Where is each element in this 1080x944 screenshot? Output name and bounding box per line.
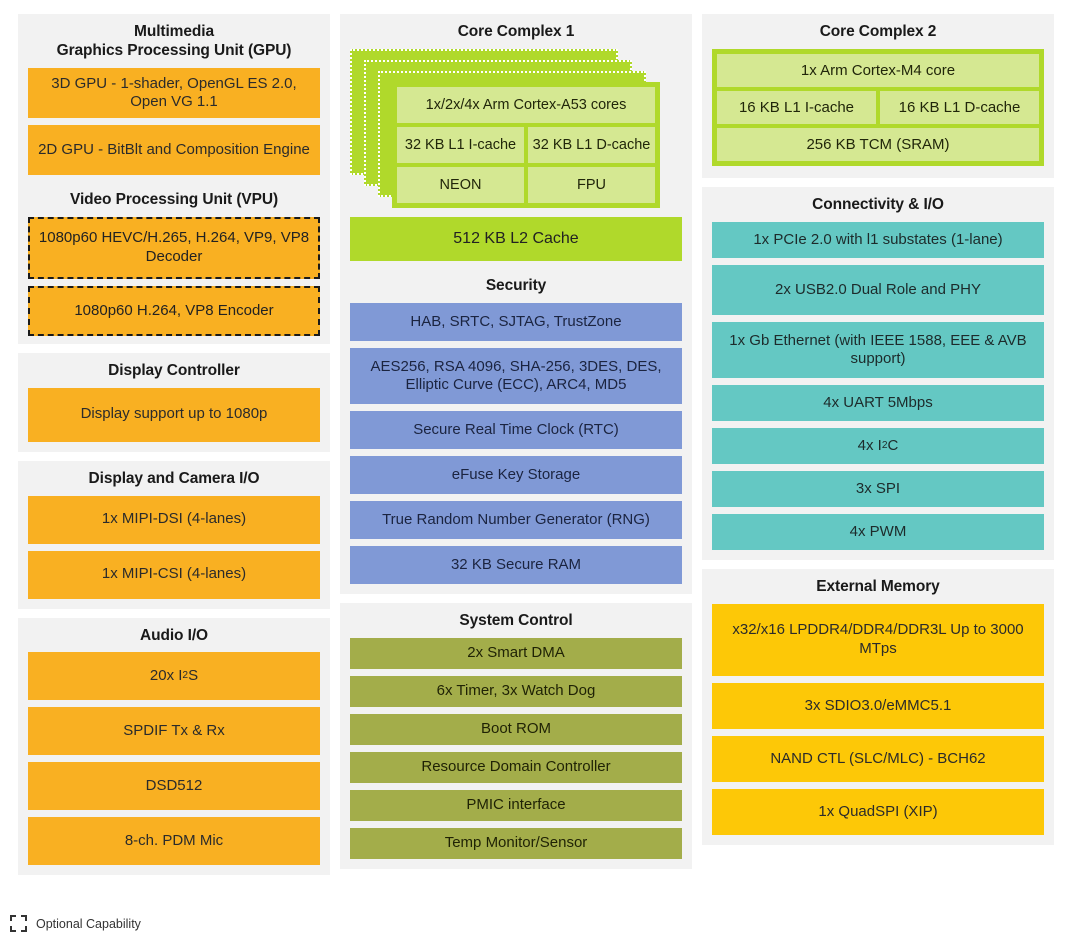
optional-capability-icon [10, 915, 27, 932]
multimedia-title-line1: Multimedia [134, 23, 214, 40]
cell-fpu[interactable]: FPU [528, 166, 655, 203]
tile-security-secure-ram[interactable]: 32 KB Secure RAM [350, 545, 682, 584]
panel-system-control: System Control 2x Smart DMA 6x Timer, 3x… [340, 602, 692, 869]
core-row-cores: 1x/2x/4x Arm Cortex-A53 cores [397, 86, 655, 123]
core-stack-layer-front: 1x/2x/4x Arm Cortex-A53 cores 32 KB L1 I… [392, 81, 660, 208]
tile-video-encoder[interactable]: 1080p60 H.264, VP8 Encoder [28, 285, 320, 336]
core-complex-2-block: 1x Arm Cortex-M4 core 16 KB L1 I-cache 1… [712, 48, 1044, 166]
multimedia-title: Multimedia Graphics Processing Unit (GPU… [28, 22, 320, 68]
tile-video-decoder[interactable]: 1080p60 HEVC/H.265, H.264, VP9, VP8 Deco… [28, 216, 320, 279]
panel-core-complex-2: Core Complex 2 1x Arm Cortex-M4 core 16 … [702, 14, 1054, 178]
tile-security-efuse[interactable]: eFuse Key Storage [350, 455, 682, 494]
panel-display-controller: Display Controller Display support up to… [18, 352, 330, 452]
tile-pdm-mic[interactable]: 8-ch. PDM Mic [28, 817, 320, 866]
tile-gb-ethernet[interactable]: 1x Gb Ethernet (with IEEE 1588, EEE & AV… [712, 321, 1044, 378]
external-memory-title: External Memory [816, 577, 940, 595]
cell-neon[interactable]: NEON [397, 166, 524, 203]
panel-display-camera-io: Display and Camera I/O 1x MIPI-DSI (4-la… [18, 460, 330, 609]
tile-dsd512[interactable]: DSD512 [28, 762, 320, 811]
security-title: Security [485, 276, 547, 294]
tile-security-rtc[interactable]: Secure Real Time Clock (RTC) [350, 410, 682, 449]
vpu-title: Video Processing Unit (VPU) [69, 190, 279, 208]
tile-display-support[interactable]: Display support up to 1080p [28, 387, 320, 442]
diagram-columns: Multimedia Graphics Processing Unit (GPU… [18, 14, 1062, 876]
tile-nand-ctl[interactable]: NAND CTL (SLC/MLC) - BCH62 [712, 735, 1044, 782]
tile-usb[interactable]: 2x USB2.0 Dual Role and PHY [712, 264, 1044, 315]
core-complex-1-title: Core Complex 1 [457, 23, 575, 40]
tile-2d-gpu[interactable]: 2D GPU - BitBlt and Composition Engine [28, 124, 320, 175]
tile-security-hab[interactable]: HAB, SRTC, SJTAG, TrustZone [350, 302, 682, 341]
panel-core-complex-1: Core Complex 1 1x/2x/4x Arm Cortex-A53 c… [340, 14, 692, 594]
cell-m4-l1-icache[interactable]: 16 KB L1 I-cache [717, 90, 876, 124]
tile-resource-domain-controller[interactable]: Resource Domain Controller [350, 751, 682, 783]
tile-security-crypto[interactable]: AES256, RSA 4096, SHA-256, 3DES, DES, El… [350, 347, 682, 404]
cell-l1-icache[interactable]: 32 KB L1 I-cache [397, 126, 524, 163]
audio-io-title: Audio I/O [140, 626, 208, 644]
gpu-title-line2: Graphics Processing Unit (GPU) [56, 41, 292, 59]
cell-m4-l1-dcache[interactable]: 16 KB L1 D-cache [880, 90, 1039, 124]
tile-mipi-csi[interactable]: 1x MIPI-CSI (4-lanes) [28, 550, 320, 599]
tile-lpddr4[interactable]: x32/x16 LPDDR4/DDR4/DDR3L Up to 3000 MTp… [712, 603, 1044, 676]
legend-label: Optional Capability [36, 916, 141, 931]
tile-sdio-emmc[interactable]: 3x SDIO3.0/eMMC5.1 [712, 682, 1044, 729]
column-middle: Core Complex 1 1x/2x/4x Arm Cortex-A53 c… [340, 14, 692, 869]
cell-a53-cores[interactable]: 1x/2x/4x Arm Cortex-A53 cores [397, 86, 655, 123]
tile-pcie[interactable]: 1x PCIe 2.0 with l1 substates (1-lane) [712, 221, 1044, 258]
tile-pmic-interface[interactable]: PMIC interface [350, 789, 682, 821]
display-controller-title: Display Controller [108, 361, 240, 379]
tile-spdif[interactable]: SPDIF Tx & Rx [28, 707, 320, 756]
column-left: Multimedia Graphics Processing Unit (GPU… [18, 14, 330, 876]
tile-timer-watchdog[interactable]: 6x Timer, 3x Watch Dog [350, 675, 682, 707]
tile-3d-gpu[interactable]: 3D GPU - 1-shader, OpenGL ES 2.0, Open V… [28, 67, 320, 118]
core-complex-1-stack: 1x/2x/4x Arm Cortex-A53 cores 32 KB L1 I… [350, 48, 682, 209]
tile-uart[interactable]: 4x UART 5Mbps [712, 384, 1044, 421]
tile-l2-cache[interactable]: 512 KB L2 Cache [350, 216, 682, 261]
core-row-l1: 32 KB L1 I-cache 32 KB L1 D-cache [397, 126, 655, 163]
column-right: Core Complex 2 1x Arm Cortex-M4 core 16 … [702, 14, 1054, 845]
panel-external-memory: External Memory x32/x16 LPDDR4/DDR4/DDR3… [702, 568, 1054, 845]
core-row-neon-fpu: NEON FPU [397, 166, 655, 203]
panel-multimedia: Multimedia Graphics Processing Unit (GPU… [18, 14, 330, 344]
tile-temp-monitor[interactable]: Temp Monitor/Sensor [350, 827, 682, 859]
cell-m4-core[interactable]: 1x Arm Cortex-M4 core [717, 53, 1039, 87]
panel-connectivity-io: Connectivity & I/O 1x PCIe 2.0 with l1 s… [702, 186, 1054, 560]
cell-tcm-sram[interactable]: 256 KB TCM (SRAM) [717, 127, 1039, 161]
tile-security-rng[interactable]: True Random Number Generator (RNG) [350, 500, 682, 539]
tile-boot-rom[interactable]: Boot ROM [350, 713, 682, 745]
connectivity-title: Connectivity & I/O [812, 195, 944, 213]
cc2-row-tcm: 256 KB TCM (SRAM) [717, 127, 1039, 161]
core-complex-2-title: Core Complex 2 [819, 23, 937, 40]
tile-smart-dma[interactable]: 2x Smart DMA [350, 637, 682, 669]
legend: Optional Capability [10, 915, 141, 932]
system-control-title: System Control [459, 611, 573, 629]
cell-l1-dcache[interactable]: 32 KB L1 D-cache [528, 126, 655, 163]
cc2-row-core: 1x Arm Cortex-M4 core [717, 53, 1039, 87]
tile-spi[interactable]: 3x SPI [712, 470, 1044, 507]
tile-quadspi[interactable]: 1x QuadSPI (XIP) [712, 788, 1044, 835]
cc2-row-l1: 16 KB L1 I-cache 16 KB L1 D-cache [717, 90, 1039, 124]
tile-pwm[interactable]: 4x PWM [712, 513, 1044, 550]
display-camera-io-title: Display and Camera I/O [88, 469, 260, 487]
tile-mipi-dsi[interactable]: 1x MIPI-DSI (4-lanes) [28, 495, 320, 544]
